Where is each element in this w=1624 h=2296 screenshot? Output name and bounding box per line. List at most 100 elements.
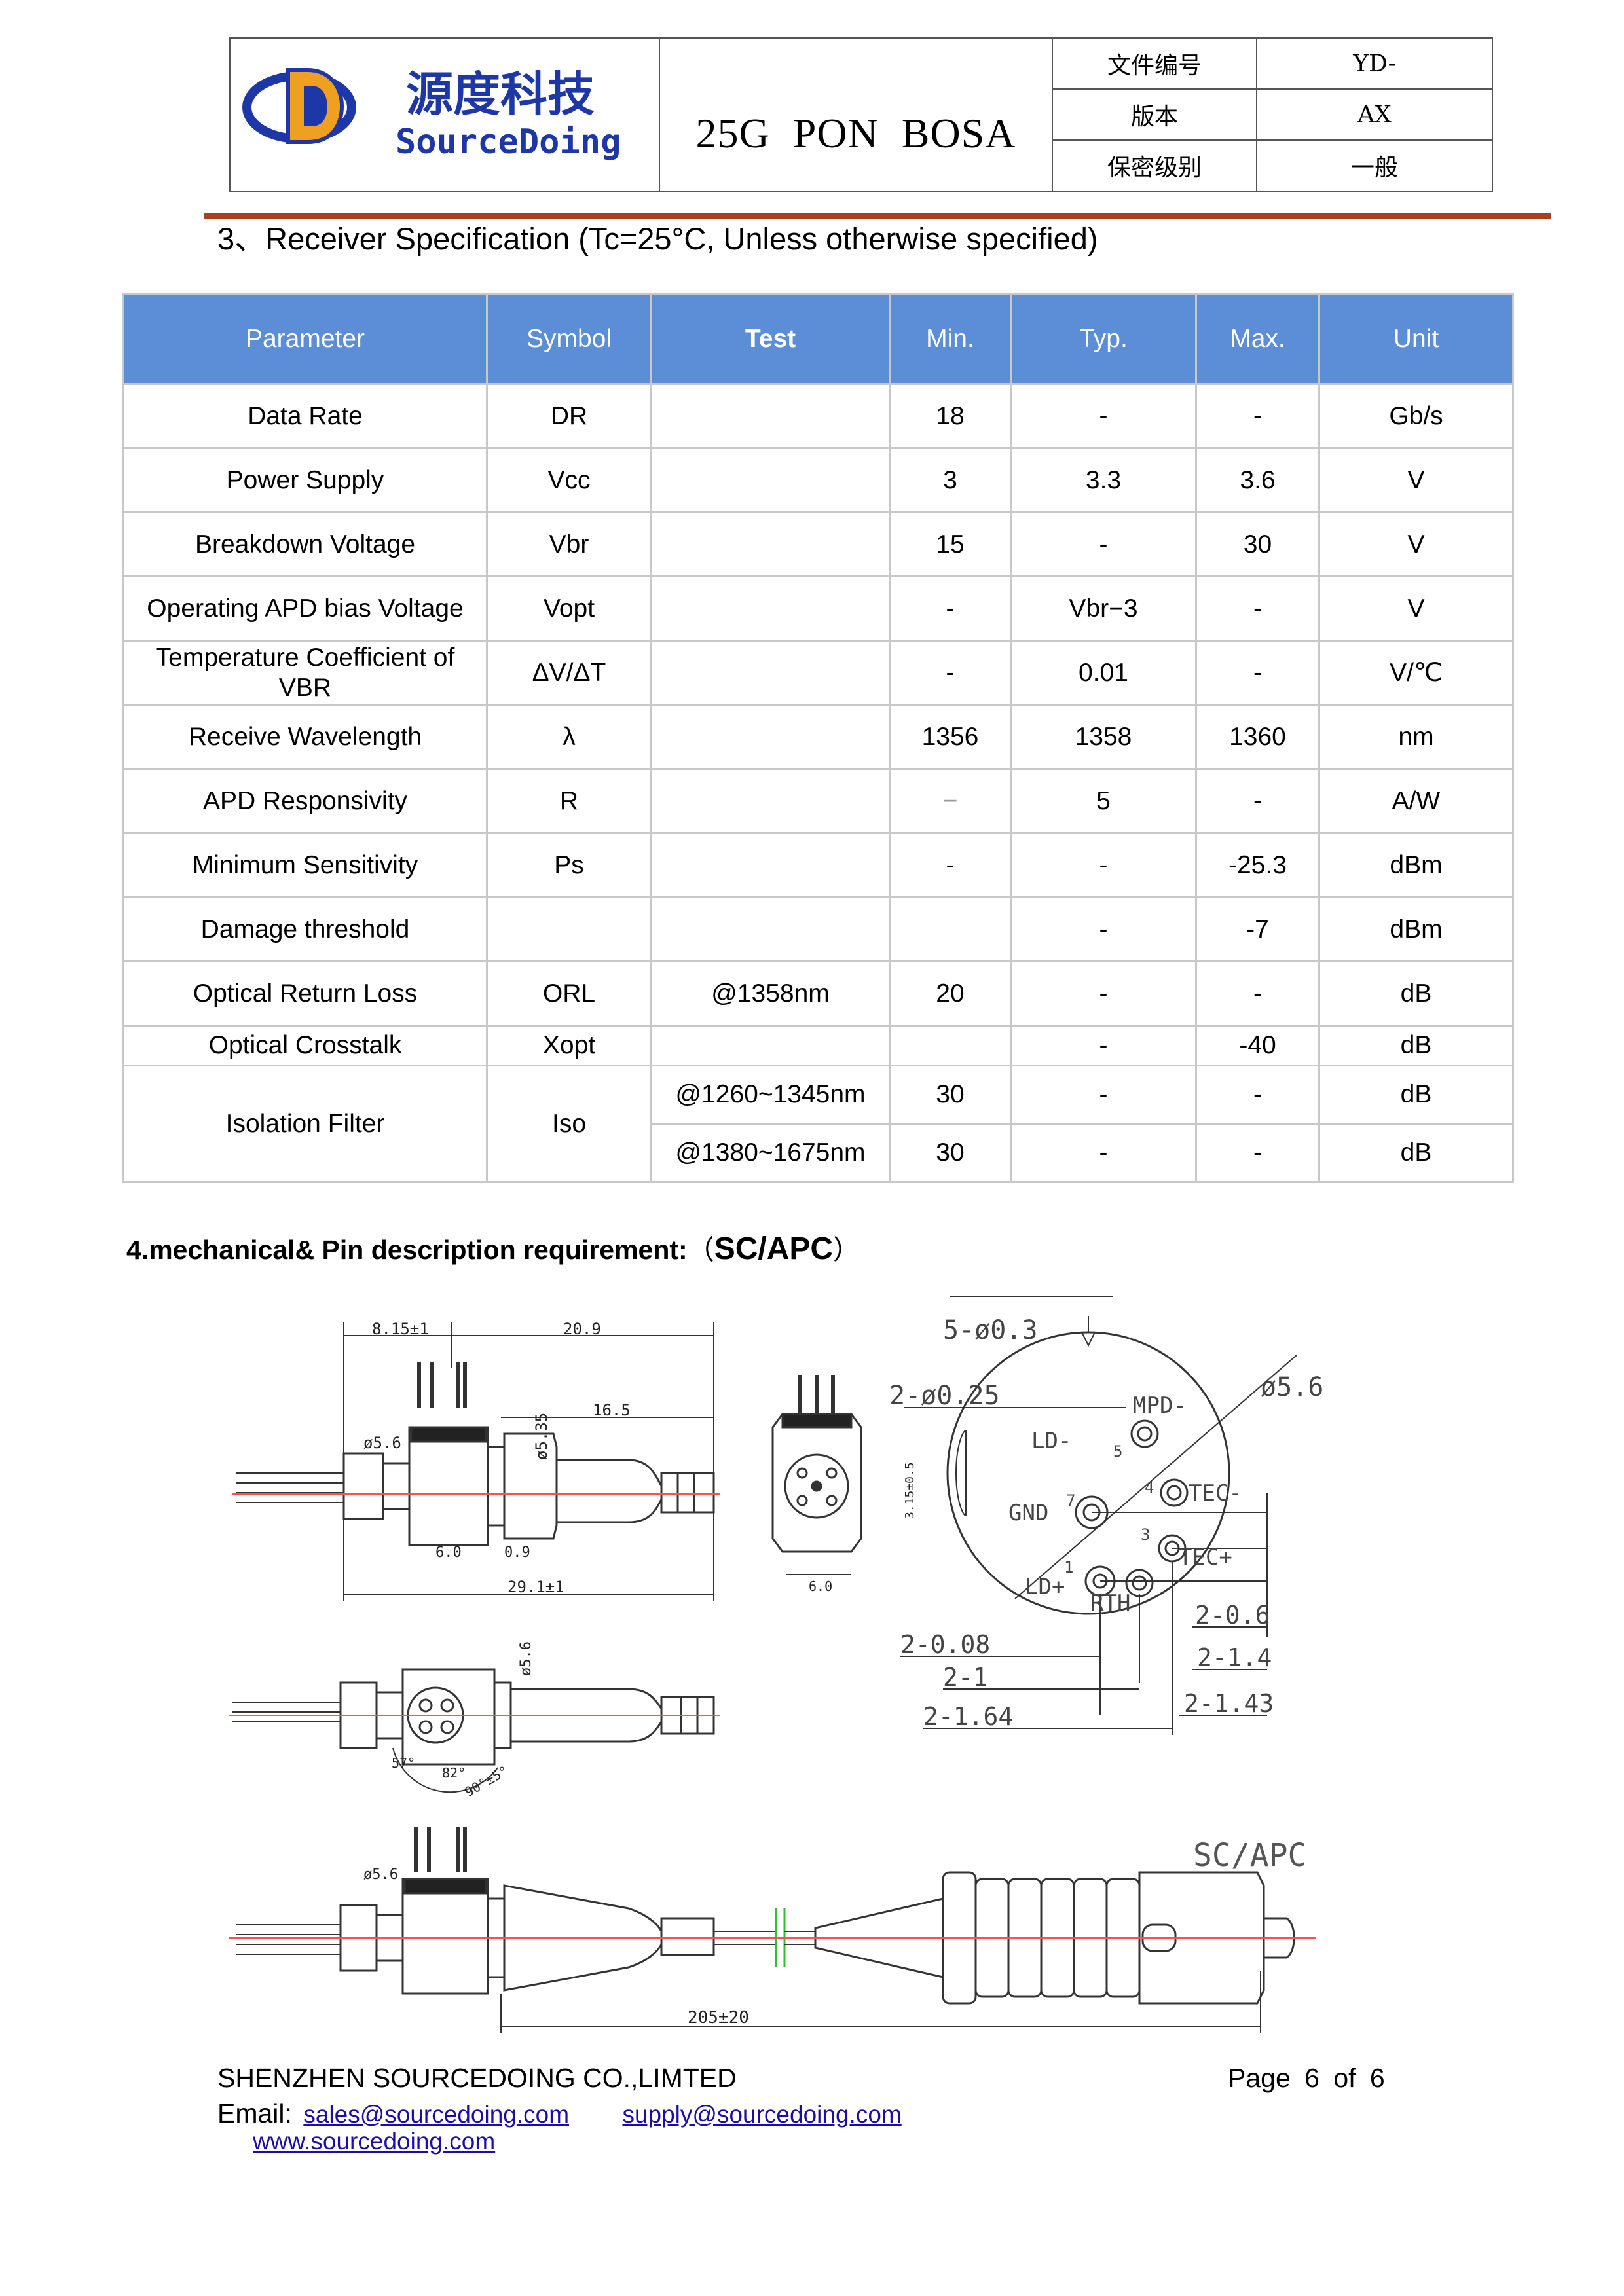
cell-min: − [889,768,1012,834]
title-cell: 25G PON BOSA [660,39,1053,191]
cell-parameter: Minimum Sensitivity [122,832,488,898]
logo-d-inner [304,86,327,126]
dim-label: 2-1.43 [1184,1689,1274,1718]
dim-label: 0.9 [504,1544,530,1561]
pin-label: 2-ø0.25 [889,1381,1000,1411]
cell-unit: nm [1318,704,1514,770]
cell-typ: - [1010,383,1197,449]
dim-label: ø5.35 [532,1413,551,1460]
table-body: Data Rate DR 18 - - Gb/s Power Supply Vc… [122,383,1514,1183]
cell-symbol [486,896,652,962]
front-cap [781,1413,853,1429]
section-4-connector: SC/APC [714,1231,834,1266]
meta-row: 保密级别 一般 [1053,140,1492,191]
front-body [771,1413,862,1553]
cell-test [650,640,891,706]
leader-line [1014,1355,1297,1599]
cell-max: - [1195,640,1320,706]
angle-label: 82° [442,1765,466,1781]
angle-label: 90°±5° [462,1762,511,1800]
angle-label: 57° [392,1755,415,1771]
cell-max: - [1195,575,1320,642]
cell-typ: - [1010,1123,1197,1183]
cell-unit: dB [1318,1065,1514,1125]
pin-label: TEC+ [1179,1544,1232,1571]
cell-typ: - [1010,960,1197,1027]
table-row: Breakdown Voltage Vbr 15 - 30 V [122,511,1514,577]
cell-max: - [1195,383,1320,449]
pin-number: 3 [1141,1525,1150,1544]
cell-parameter: Isolation Filter [122,1065,488,1183]
dim-label: 16.5 [593,1401,631,1419]
pin-5-outer [1130,1419,1159,1448]
connector-ferrule [1263,1917,1295,1959]
meta-row: 文件编号 YD- [1053,39,1492,90]
pin-label: MPD- [1133,1393,1187,1419]
cell-symbol: R [486,768,652,834]
dim-label: ø5.6 [518,1641,534,1676]
cell-max: 3.6 [1195,447,1320,513]
document-meta-table: 文件编号 YD- 版本 AX 保密级别 一般 [1053,39,1492,191]
pin-number: 4 [1145,1478,1154,1497]
cell-max: -25.3 [1195,832,1320,898]
top-view: ø5.6 57° 82° 90°±5° [229,1641,720,1800]
table-row: Isolation Filter Iso @1260~1345nm 30 - -… [122,1065,1514,1183]
cell-min: 30 [889,1123,1012,1183]
body-flange [487,1446,506,1527]
dim-label: 6.0 [809,1578,832,1594]
cell-max: - [1195,768,1320,834]
cell-unit: dBm [1318,832,1514,898]
cell-unit: A/W [1318,768,1514,834]
cell-test [650,383,891,449]
logo-cell: 源度科技 SourceDoing [231,39,660,191]
cell-min: 3 [889,447,1012,513]
cell-max: -7 [1195,896,1320,962]
key-flat [955,1429,967,1517]
cell-unit: dB [1318,1123,1514,1183]
cell-parameter: Breakdown Voltage [122,511,488,577]
email-supply-link[interactable]: supply@sourcedoing.com [622,2101,902,2128]
cell-symbol: Vopt [486,575,652,642]
cell-max: - [1195,1065,1320,1125]
pin-label: RTH [1090,1590,1130,1616]
email-sales-link[interactable]: sales@sourcedoing.com [303,2101,570,2128]
connector-label: SC/APC [1193,1837,1306,1874]
dim-label: ø5.6 [363,1867,398,1883]
table-row: @1380~1675nm 30 - - dB [124,1123,1514,1183]
dim-label: 3.15±0.5 [903,1462,917,1519]
cell-symbol: DR [486,383,652,449]
table-row: Optical Crosstalk Xopt - -40 dB [122,1025,1514,1066]
cell-typ: - [1010,1025,1197,1066]
header-typ: Typ. [1010,293,1197,385]
cell-typ: 1358 [1010,704,1197,770]
cell-unit: V/℃ [1318,640,1514,706]
fiber-ferrule [660,1472,715,1514]
front-can [784,1453,849,1519]
cell-test: @1260~1345nm [650,1065,891,1125]
body-sleeve [503,1432,558,1540]
website-link[interactable]: www.sourcedoing.com [253,2128,496,2155]
cell-min: 20 [889,960,1012,1027]
cell-parameter: Temperature Coefficient of VBR [122,640,488,706]
meta-value: YD- [1257,39,1492,90]
meta-key: 文件编号 [1053,39,1257,90]
table-header-row: Parameter Symbol Test Min. Typ. Max. Uni… [122,293,1514,385]
cell-unit: V [1318,447,1514,513]
cell-parameter: Damage threshold [122,896,488,962]
cell-max: - [1195,1123,1320,1183]
can-header [342,1452,384,1520]
table-row: APD Responsivity R − 5 - A/W [122,768,1514,834]
pin-label: TEC- [1189,1480,1242,1506]
logo-chinese: 源度科技 [406,67,595,122]
cell-parameter: Power Supply [122,447,488,513]
meta-key: 版本 [1053,89,1257,141]
dim-label: 6.0 [435,1544,462,1561]
section-4-paren-close: ） [833,1235,860,1265]
table-row: Optical Return Loss ORL @1358nm 20 - - d… [122,960,1514,1027]
cell-test [650,511,891,577]
document-title: 25G PON BOSA [695,110,1016,156]
cell-parameter: Operating APD bias Voltage [122,575,488,642]
dim-label: 2-0.08 [900,1630,990,1659]
top-pin [440,1698,454,1713]
pin-hole [811,1480,822,1492]
